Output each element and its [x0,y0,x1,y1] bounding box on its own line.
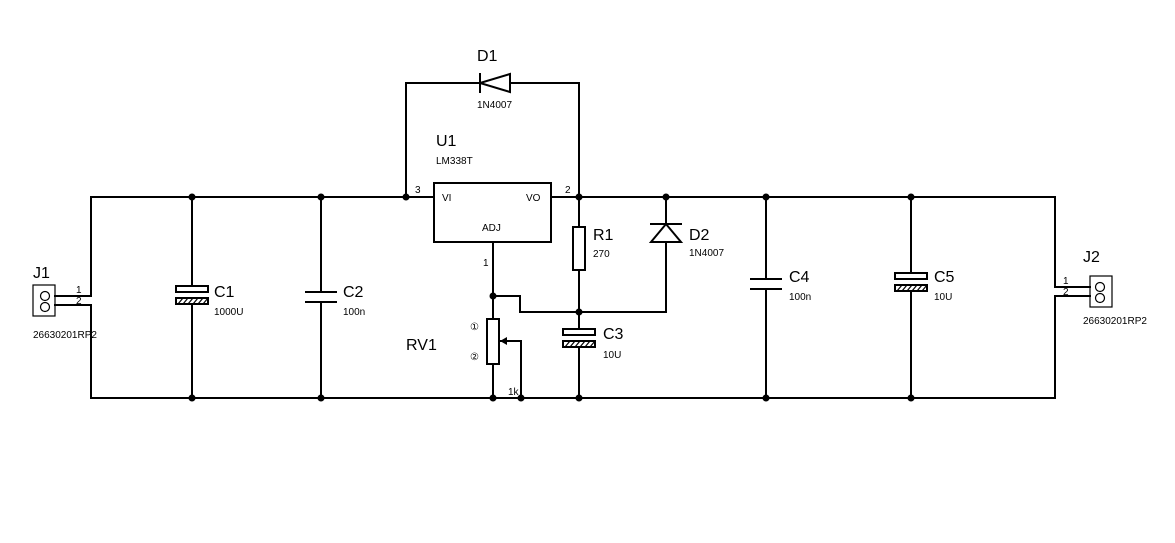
j2-pin2: 2 [1063,287,1069,298]
capacitor-c1: C1 1000U [175,284,243,318]
capacitor-c5: C5 10U [894,269,955,303]
capacitor-c4: C4 100n [750,269,811,303]
capacitor-c3: C3 10U [562,326,624,361]
rv1-pin-a: ① [470,322,479,333]
c1-ref: C1 [214,284,235,301]
j2-ref: J2 [1083,249,1100,266]
c3-value: 10U [603,350,621,361]
c3-ref: C3 [603,326,624,343]
r1-ref: R1 [593,227,614,244]
diode-d1: D1 1N4007 [476,48,512,111]
u1-adj-label: ADJ [482,223,501,234]
u1-pin-vi: 3 [415,185,421,196]
capacitor-c2: C2 100n [305,284,365,318]
j1-value: 26630201RP2 [33,330,97,341]
r1-value: 270 [593,249,610,260]
c4-value: 100n [789,292,811,303]
u1-value: LM338T [436,156,473,167]
u1-ref: U1 [436,133,457,150]
j1-pin1: 1 [76,285,82,296]
potentiometer-rv1: RV1 1k ① ② [406,318,520,398]
c2-value: 100n [343,307,365,318]
j2-value: 26630201RP2 [1083,316,1147,327]
junction-dots [188,193,915,402]
d2-value: 1N4007 [689,248,724,259]
j1-pin2: 2 [76,296,82,307]
resistor-r1: R1 270 [572,226,614,271]
connector-j1: J1 26630201RP2 1 2 [32,265,97,341]
c1-value: 1000U [214,307,243,318]
rv1-ref: RV1 [406,337,437,354]
c5-ref: C5 [934,269,955,286]
u1-vo-label: VO [526,193,541,204]
rv1-pin-b: ② [470,352,479,363]
c5-value: 10U [934,292,952,303]
d2-ref: D2 [689,227,710,244]
u1-pin-adj: 1 [483,258,489,269]
c4-ref: C4 [789,269,810,286]
c2-ref: C2 [343,284,364,301]
u1-pin-vo: 2 [565,185,571,196]
regulator-u1: U1 LM338T VI VO ADJ 3 2 1 [415,133,571,269]
wires [54,82,1091,399]
d1-value: 1N4007 [477,100,512,111]
u1-vi-label: VI [442,193,451,204]
j1-ref: J1 [33,265,50,282]
diode-d2: D2 1N4007 [648,222,724,259]
connector-j2: J2 26630201RP2 1 2 [1063,249,1147,327]
j2-pin1: 1 [1063,276,1069,287]
rv1-value: 1k [508,387,520,398]
d1-ref: D1 [477,48,498,65]
